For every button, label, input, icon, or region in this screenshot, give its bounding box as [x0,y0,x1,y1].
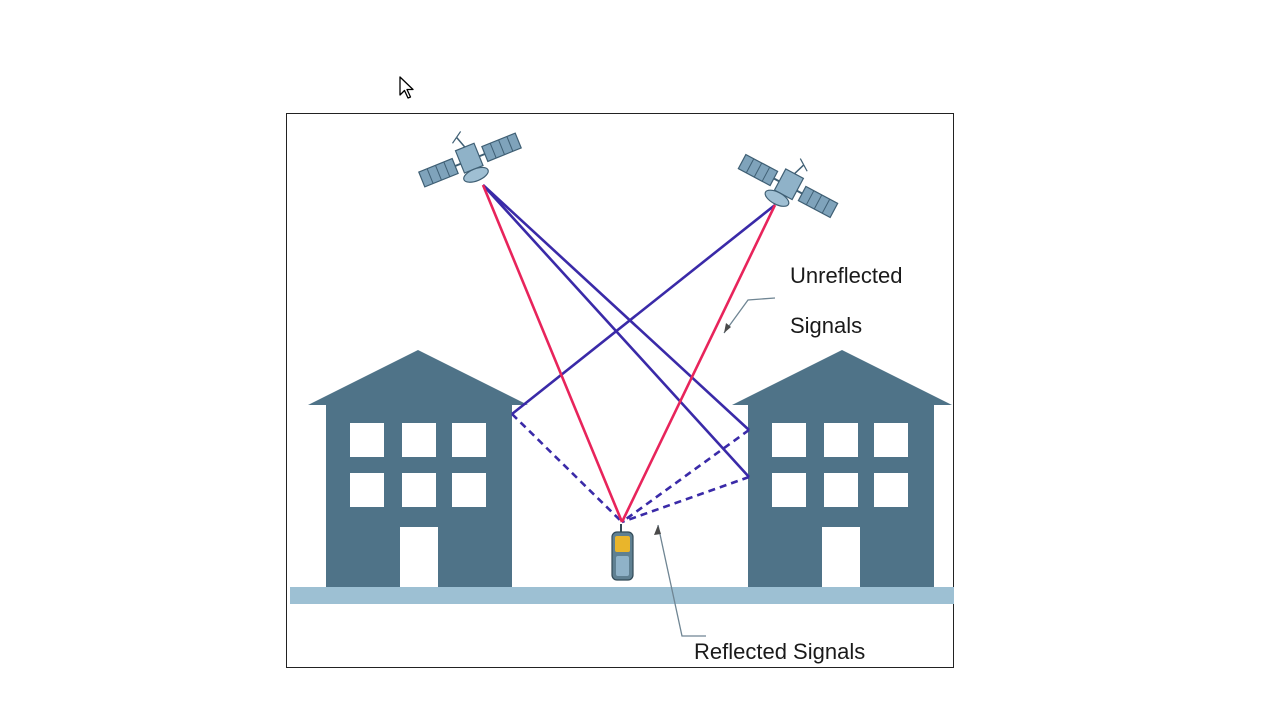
satellite-icon [737,153,839,219]
right-building [732,350,952,587]
mouse-pointer-icon [399,76,414,99]
direct-signal-paths [481,184,777,523]
left-building [308,350,528,587]
ground-strip [290,587,954,604]
unreflected-callout-arrow [723,297,776,334]
unreflected-label-line1: Unreflected [790,263,903,288]
reflected-label: Reflected Signals [694,639,865,664]
reflected-callout-arrow [654,524,706,637]
unreflected-label-line2: Signals [790,313,862,338]
satellite-icon [418,131,522,188]
gps-receiver-icon [611,524,634,581]
reflected-signal-paths [482,184,776,478]
reflected-signal-dashed [511,413,750,524]
